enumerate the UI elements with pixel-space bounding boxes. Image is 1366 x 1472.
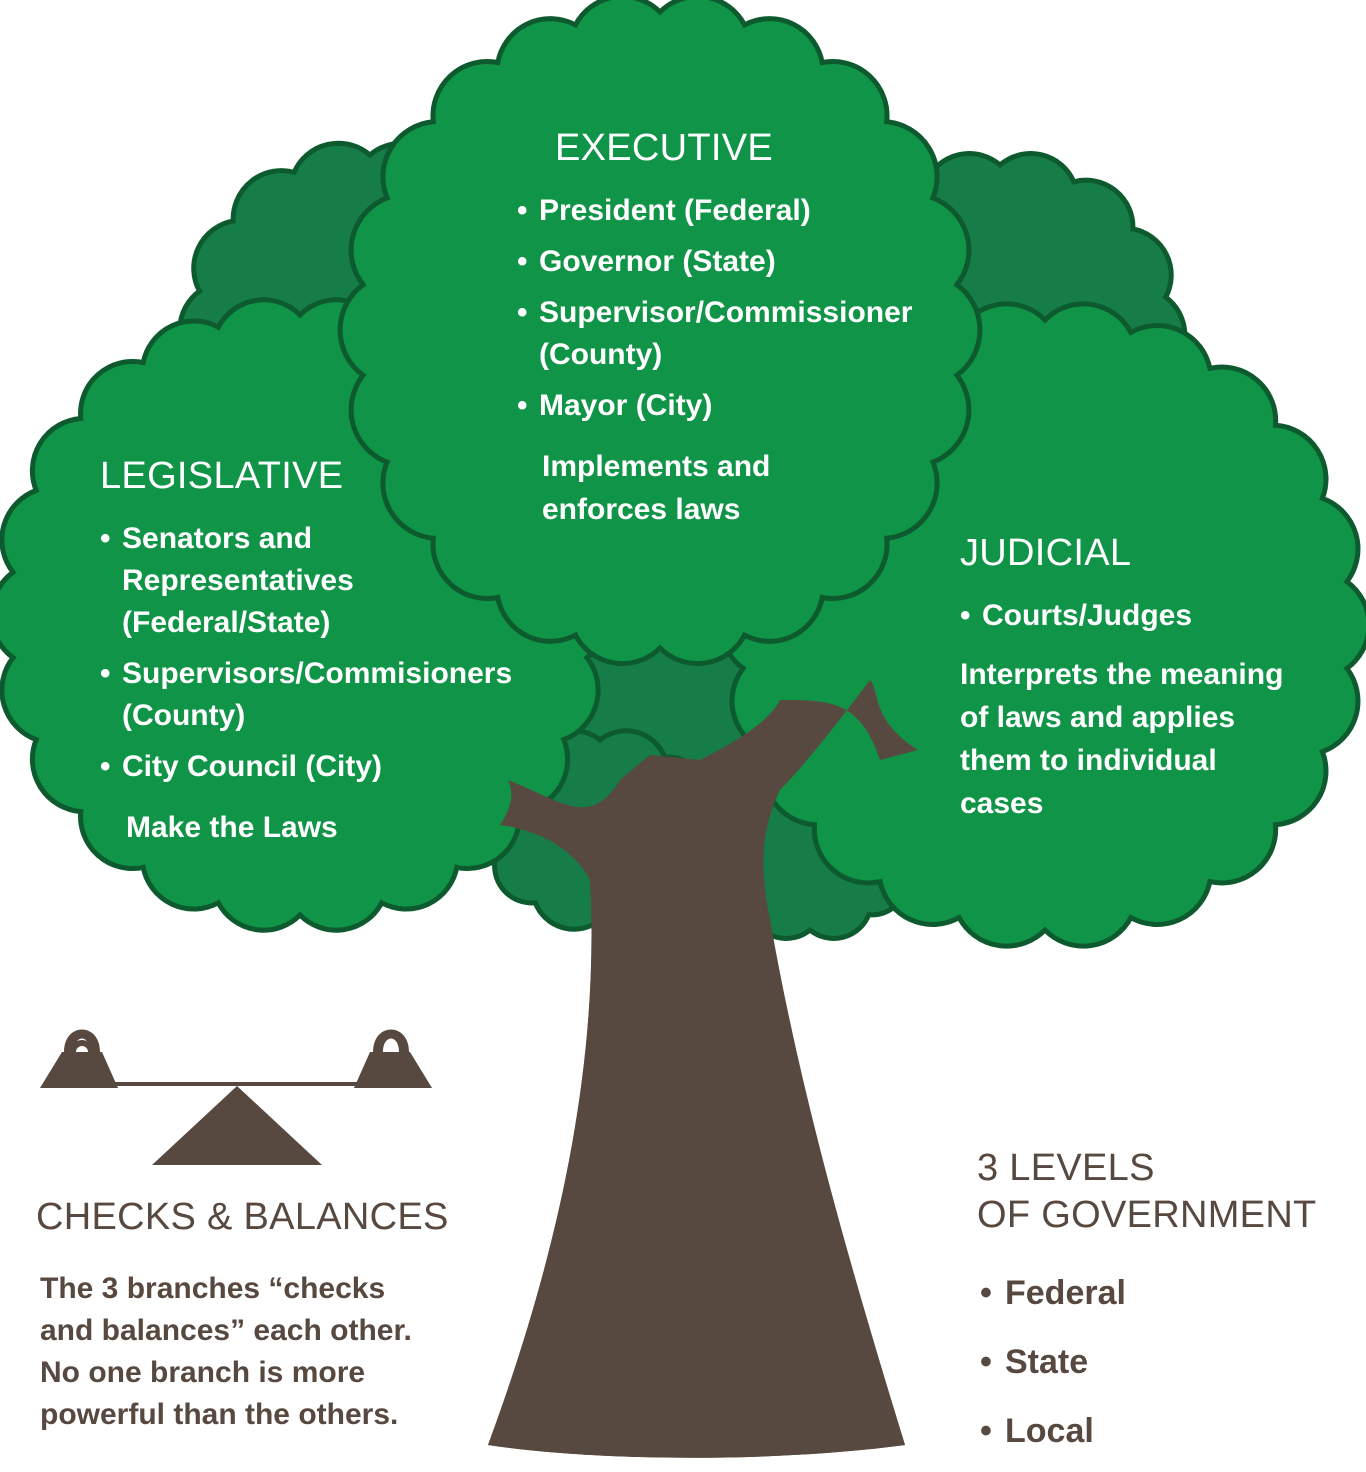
executive-description: Implements and enforces laws bbox=[542, 450, 771, 526]
list-item: • Local bbox=[980, 1410, 1126, 1452]
executive-item-mayor: Mayor (City) bbox=[539, 389, 713, 422]
legislative-item-senators: Senators and Representatives (Federal/St… bbox=[122, 522, 354, 639]
front-canopy bbox=[0, 0, 1366, 949]
bullet: • bbox=[960, 599, 971, 632]
bullet: • bbox=[517, 296, 528, 329]
checks-balances-heading: CHECKS & BALANCES bbox=[36, 1196, 449, 1238]
legislative-heading: LEGISLATIVE bbox=[100, 455, 344, 497]
executive-item-supervisor: Supervisor/Commissioner (County) bbox=[539, 296, 913, 371]
checks-balances-description: The 3 branches “checks and balances” eac… bbox=[40, 1272, 412, 1431]
bullet: • bbox=[517, 194, 528, 227]
judicial-description: Interprets the meaning of laws and appli… bbox=[960, 658, 1284, 820]
legislative-description: Make the Laws bbox=[126, 811, 338, 844]
bullet: • bbox=[100, 750, 111, 783]
judicial-list: • Courts/Judges bbox=[960, 595, 1192, 637]
list-item: • State bbox=[980, 1341, 1126, 1383]
bullet: • bbox=[980, 1412, 992, 1450]
executive-item-governor: Governor (State) bbox=[539, 245, 776, 278]
executive-item-president: President (Federal) bbox=[539, 194, 811, 227]
level-federal: Federal bbox=[1005, 1274, 1126, 1312]
list-item: • Mayor (City) bbox=[517, 385, 912, 427]
list-item: • Governor (State) bbox=[517, 241, 912, 283]
executive-list: • President (Federal) • Governor (State) •… bbox=[517, 190, 912, 427]
bullet: • bbox=[980, 1343, 992, 1381]
bullet: • bbox=[517, 389, 528, 422]
list-item: • Courts/Judges bbox=[960, 595, 1192, 637]
legislative-item-city-council: City Council (City) bbox=[122, 750, 382, 783]
list-item: • President (Federal) bbox=[517, 190, 912, 232]
list-item: • Senators and Representatives (Federal/S… bbox=[100, 518, 512, 644]
balance-scale-icon bbox=[40, 1029, 432, 1165]
list-item: • Supervisor/Commissioner (County) bbox=[517, 292, 912, 376]
bullet: • bbox=[100, 657, 111, 690]
judicial-item-courts: Courts/Judges bbox=[982, 599, 1193, 632]
list-item: • City Council (City) bbox=[100, 746, 512, 788]
levels-list: • Federal • State • Local bbox=[980, 1272, 1126, 1452]
legislative-item-supervisors: Supervisors/Commisioners (County) bbox=[122, 657, 513, 732]
list-item: • Supervisors/Commisioners (County) bbox=[100, 653, 512, 737]
bullet: • bbox=[517, 245, 528, 278]
tree-trunk-front bbox=[488, 680, 918, 1458]
legislative-list: • Senators and Representatives (Federal/S… bbox=[100, 518, 512, 788]
bullet: • bbox=[980, 1274, 992, 1312]
list-item: • Federal bbox=[980, 1272, 1126, 1314]
levels-heading-line1: 3 LEVELS bbox=[977, 1147, 1155, 1189]
levels-heading-line2: OF GOVERNMENT bbox=[977, 1194, 1317, 1236]
bullet: • bbox=[100, 522, 111, 555]
level-state: State bbox=[1005, 1343, 1089, 1381]
executive-heading: EXECUTIVE bbox=[555, 127, 774, 169]
judicial-heading: JUDICIAL bbox=[960, 532, 1132, 574]
executive-canopy bbox=[337, 0, 983, 667]
level-local: Local bbox=[1005, 1412, 1094, 1450]
